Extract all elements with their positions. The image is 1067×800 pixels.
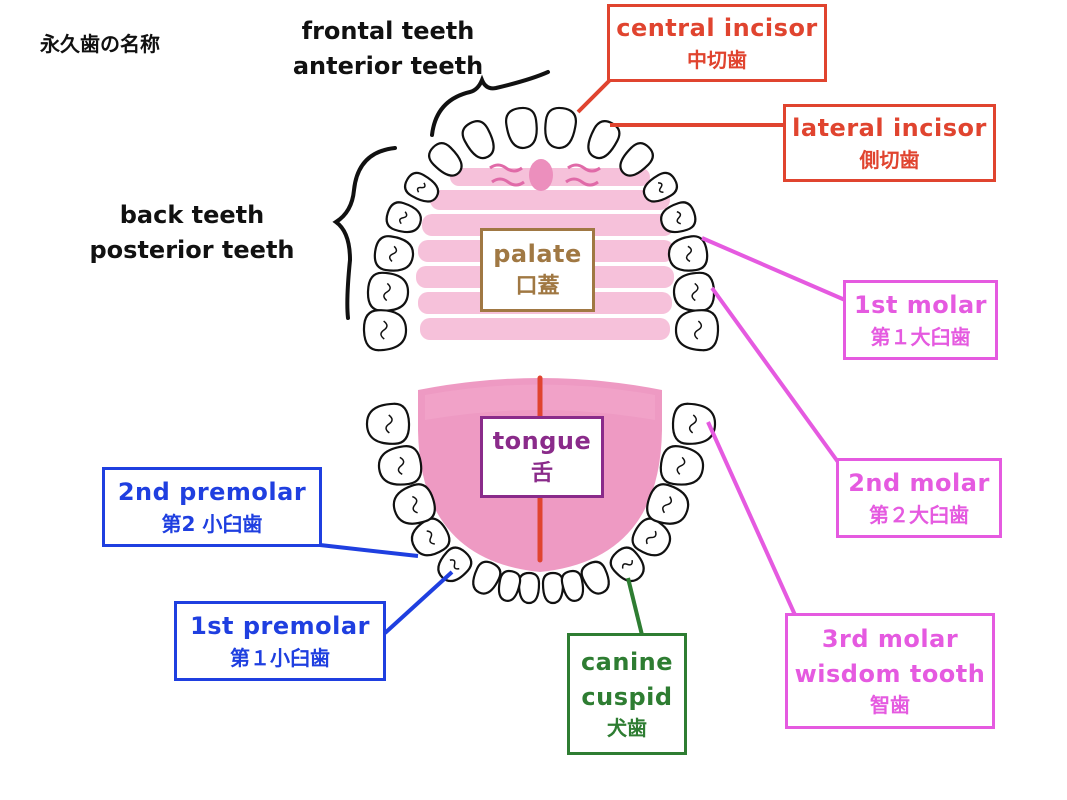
incisive-papilla xyxy=(529,159,553,191)
upper-teeth xyxy=(362,106,720,352)
front-teeth-brace xyxy=(430,70,550,137)
leader-canine xyxy=(626,577,644,636)
canine-box: canine cuspid 犬歯 xyxy=(567,633,687,755)
lower-tooth-right-7 xyxy=(659,445,705,486)
tongue-en: tongue xyxy=(492,426,592,455)
third-molar-jp: 智歯 xyxy=(870,693,910,718)
upper-tooth-left-6 xyxy=(373,235,415,272)
leader-lines xyxy=(319,78,846,636)
lower-tooth-right-3 xyxy=(580,560,610,595)
lower-tooth-left-1 xyxy=(517,571,541,605)
lower-tooth-left-7 xyxy=(377,445,423,486)
first-premolar-jp: 第１小臼歯 xyxy=(230,645,330,670)
lower-tooth-left-4 xyxy=(437,546,473,583)
upper-tooth-left-5 xyxy=(385,201,422,234)
rugae-left-2 xyxy=(491,177,525,187)
back-teeth-brace xyxy=(332,146,397,320)
upper-tooth-right-6 xyxy=(667,235,709,272)
upper-tooth-left-8 xyxy=(362,309,408,352)
palate-box: palate 口蓋 xyxy=(480,228,595,312)
first-premolar-box: 1st premolar 第１小臼歯 xyxy=(174,601,386,681)
second-premolar-en: 2nd premolar xyxy=(117,478,307,507)
front-teeth-label: frontal teeth anterior teeth xyxy=(292,17,484,80)
upper-tooth-left-1 xyxy=(504,106,538,149)
palate-jp: 口蓋 xyxy=(515,274,560,300)
palate-en: palate xyxy=(493,239,582,268)
upper-tooth-right-8 xyxy=(674,309,720,352)
leader-1st-premolar xyxy=(383,570,454,635)
first-molar-box: 1st molar 第１大臼歯 xyxy=(843,280,998,360)
lower-teeth xyxy=(365,402,717,605)
central-incisor-box: central incisor 中切歯 xyxy=(607,4,827,82)
lower-tooth-right-5 xyxy=(631,517,672,557)
lower-tooth-left-3 xyxy=(472,560,502,595)
leader-1st-molar xyxy=(701,236,846,302)
leader-2nd-molar xyxy=(710,286,840,464)
lower-tooth-left-6 xyxy=(392,483,436,525)
lower-tooth-right-4 xyxy=(609,546,645,583)
canine-en1: canine xyxy=(580,647,674,676)
tongue-jp: 舌 xyxy=(530,461,553,487)
central-incisor-en: central incisor xyxy=(616,14,818,43)
third-molar-en1: 3rd molar xyxy=(821,624,959,653)
upper-tooth-left-4 xyxy=(403,171,440,203)
lower-tooth-right-8 xyxy=(671,402,717,445)
lower-tooth-right-2 xyxy=(560,569,585,602)
leader-central-incisor xyxy=(576,78,612,114)
lower-tooth-left-8 xyxy=(365,402,411,445)
second-premolar-box: 2nd premolar 第2 小臼歯 xyxy=(102,467,322,547)
lower-tooth-left-5 xyxy=(410,517,451,557)
upper-tooth-right-3 xyxy=(619,142,654,177)
third-molar-box: 3rd molar wisdom tooth 智歯 xyxy=(785,613,995,729)
upper-tooth-left-7 xyxy=(366,271,410,312)
upper-tooth-right-5 xyxy=(660,201,697,234)
upper-tooth-left-2 xyxy=(461,120,495,160)
second-molar-jp: 第２大臼歯 xyxy=(869,502,969,527)
first-molar-jp: 第１大臼歯 xyxy=(870,324,971,349)
lateral-incisor-box: lateral incisor 側切歯 xyxy=(783,104,996,182)
canine-en2: cuspid xyxy=(581,682,673,711)
second-molar-en: 2nd molar xyxy=(848,469,990,498)
diagram-title: 永久歯の名称 xyxy=(40,32,160,56)
upper-tooth-left-3 xyxy=(428,142,463,177)
rugae-left-1 xyxy=(489,163,523,173)
lower-tooth-left-2 xyxy=(497,569,522,602)
lateral-incisor-en: lateral incisor xyxy=(792,114,987,143)
lower-tooth-right-1 xyxy=(541,571,565,605)
upper-tooth-right-2 xyxy=(587,120,621,160)
leader-2nd-premolar xyxy=(319,543,419,558)
rugae-right-1 xyxy=(567,163,601,173)
canine-jp: 犬歯 xyxy=(607,716,647,741)
lateral-incisor-jp: 側切歯 xyxy=(859,147,920,172)
first-premolar-en: 1st premolar xyxy=(190,612,370,641)
upper-tooth-right-4 xyxy=(642,171,679,203)
back-teeth-label: back teeth posterior teeth xyxy=(89,201,295,264)
upper-tooth-right-1 xyxy=(544,106,578,149)
second-molar-box: 2nd molar 第２大臼歯 xyxy=(836,458,1002,538)
first-molar-en: 1st molar xyxy=(853,291,988,320)
second-premolar-jp: 第2 小臼歯 xyxy=(161,511,263,536)
rugae-right-2 xyxy=(565,177,599,187)
upper-tooth-right-7 xyxy=(672,271,716,312)
central-incisor-jp: 中切歯 xyxy=(687,47,747,72)
lower-tooth-right-6 xyxy=(646,483,690,525)
third-molar-en2: wisdom tooth xyxy=(794,659,986,688)
leader-3rd-molar xyxy=(706,421,797,616)
tongue-box: tongue 舌 xyxy=(480,416,604,498)
